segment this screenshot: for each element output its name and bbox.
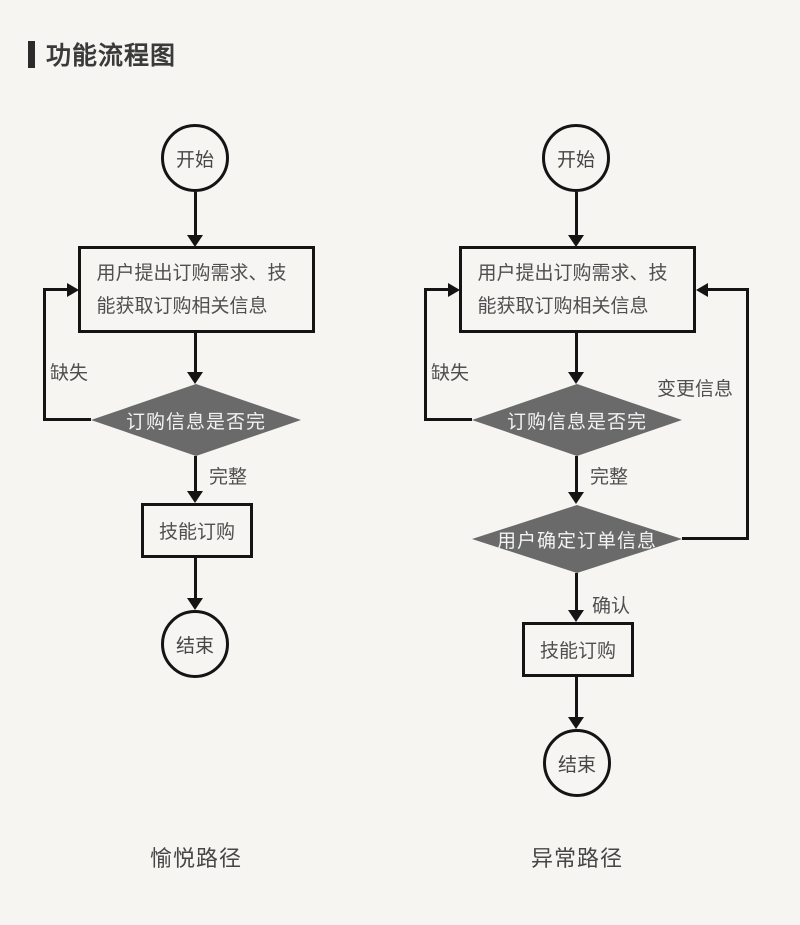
arrowhead-right-icon (67, 283, 79, 297)
loop-line (43, 288, 69, 291)
confirm-order-decision-label: 用户确定订单信息 (496, 529, 657, 552)
connector-line (575, 456, 578, 493)
connector-line (194, 333, 197, 373)
connector-line (575, 573, 578, 611)
connector-line (575, 333, 578, 373)
edge-missing-label: 缺失 (431, 362, 470, 384)
loop-line (746, 288, 749, 540)
connector-line (194, 192, 197, 236)
completeness-decision-diamond: 订购信息是否完 (91, 384, 301, 456)
end-node: 结束 (543, 729, 611, 797)
connector-line (575, 677, 578, 718)
skill-subscribe-label: 技能订购 (539, 640, 616, 662)
arrowhead-down-icon (568, 372, 584, 384)
skill-subscribe-box: 技能订购 (141, 503, 253, 558)
request-info-label: 用户提出订购需求、技能获取订购相关信息 (96, 261, 287, 317)
loop-line (424, 288, 427, 421)
page-header: 功能流程图 (28, 36, 176, 72)
loop-line (43, 418, 91, 421)
request-info-box: 用户提出订购需求、技能获取订购相关信息 (459, 246, 696, 333)
loop-line (424, 288, 450, 291)
skill-subscribe-box: 技能订购 (522, 622, 634, 677)
connector-line (575, 192, 578, 236)
edge-complete-label: 完整 (590, 466, 629, 488)
arrowhead-down-icon (568, 235, 584, 247)
loop-line (43, 288, 46, 421)
arrowhead-left-icon (696, 283, 708, 297)
loop-line (424, 418, 472, 421)
edge-change-info-label: 变更信息 (657, 378, 734, 400)
start-node: 开始 (161, 124, 229, 192)
skill-subscribe-label: 技能订购 (158, 521, 235, 543)
arrowhead-right-icon (448, 283, 460, 297)
exception-path-caption: 异常路径 (530, 847, 623, 872)
edge-complete-label: 完整 (209, 466, 248, 488)
page-title: 功能流程图 (46, 41, 177, 70)
happy-path-caption: 愉悦路径 (149, 847, 242, 872)
start-node-label: 开始 (175, 148, 214, 171)
connector-line (194, 558, 197, 599)
request-info-box: 用户提出订购需求、技能获取订购相关信息 (78, 246, 315, 333)
end-node: 结束 (161, 610, 229, 678)
end-node-label: 结束 (175, 634, 214, 657)
edge-confirm-label: 确认 (592, 595, 631, 617)
loop-line (707, 288, 749, 291)
arrowhead-down-icon (568, 610, 584, 622)
completeness-decision-diamond: 订购信息是否完 (472, 384, 682, 456)
arrowhead-down-icon (568, 717, 584, 729)
completeness-decision-label: 订购信息是否完 (506, 410, 647, 433)
arrowhead-down-icon (187, 491, 203, 503)
connector-line (194, 456, 197, 492)
arrowhead-down-icon (187, 235, 203, 247)
request-info-label: 用户提出订购需求、技能获取订购相关信息 (477, 261, 668, 317)
arrowhead-down-icon (187, 372, 203, 384)
edge-missing-label: 缺失 (50, 362, 89, 384)
arrowhead-down-icon (187, 598, 203, 610)
confirm-order-decision-diamond: 用户确定订单信息 (472, 505, 682, 573)
loop-line (682, 537, 749, 540)
completeness-decision-label: 订购信息是否完 (125, 410, 266, 433)
end-node-label: 结束 (557, 753, 596, 776)
start-node-label: 开始 (556, 148, 595, 171)
arrowhead-down-icon (568, 492, 584, 504)
title-accent-bar (28, 40, 35, 68)
start-node: 开始 (542, 124, 610, 192)
